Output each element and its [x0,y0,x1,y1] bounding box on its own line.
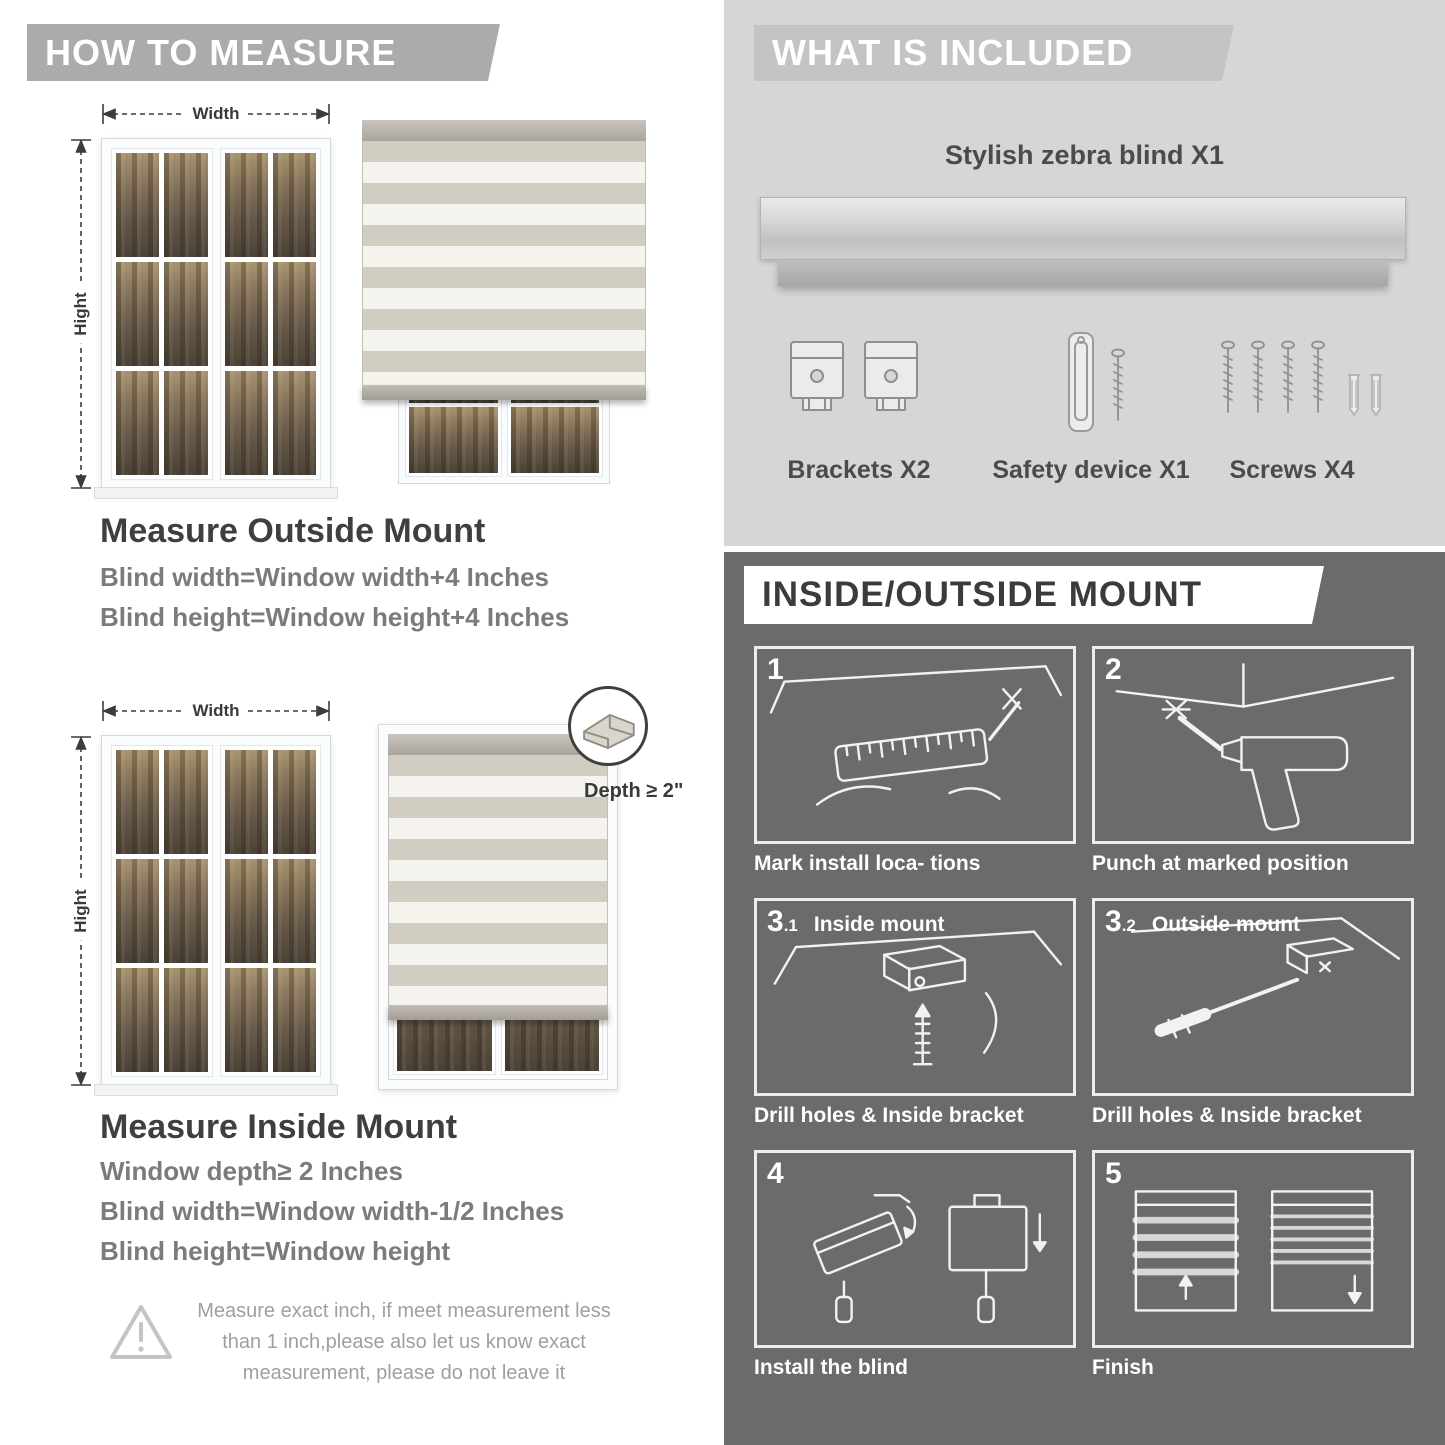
depth-label: Depth ≥ 2" [584,780,684,802]
what-is-included-title: WHAT IS INCLUDED [772,32,1134,73]
install-blind-illustration [813,1194,1047,1324]
screws-label: Screws X4 [1229,456,1355,484]
how-to-measure-header: HOW TO MEASURE [27,24,500,81]
step-title: Outside mount [1151,913,1301,936]
blind-cassette [388,734,608,755]
measurement-note: Measure exact inch, if meet measurement … [197,1300,611,1384]
step-caption-1: Mark install loca- tions [754,852,981,875]
how-to-measure-title: HOW TO MEASURE [45,31,397,73]
safety-device-label: Safety device X1 [992,456,1190,484]
width-arrow-outside: Width [101,103,331,125]
inside-rule-1: Window depth≥ 2 Inches [100,1156,403,1186]
blind-bottom-rail [388,1005,608,1020]
warning-triangle-icon [108,1302,174,1367]
window-sash [111,745,213,1077]
step-panel-1: 1 [754,646,1076,844]
wall-anchor-icon [1346,372,1362,423]
bracket-icon [786,338,848,423]
drill-illustration [1115,663,1395,831]
mount-instructions-panel: INSIDE/OUTSIDE MOUNT 1 [724,552,1445,1445]
step-title: Inside mount [813,913,945,936]
inside-rule-3: Blind height=Window height [100,1236,450,1266]
blind-cassette [362,120,646,141]
step-caption-4: Install the blind [754,1356,909,1379]
what-is-included-panel: WHAT IS INCLUDED Stylish zebra blind X1 [724,0,1445,546]
zebra-blind-illustration-inside [378,724,618,1090]
blind-fabric-roll-illustration [778,260,1388,286]
window-sash [219,745,321,1077]
step-number: 3 [1105,905,1122,938]
step-panel-2: 2 [1092,646,1414,844]
window-illustration-outside [94,138,338,499]
outside-rule-2: Blind height=Window height+4 Inches [100,602,570,632]
step-number: 5 [1105,1157,1122,1190]
window-sill [94,1084,338,1096]
blind-bottom-rail [362,385,646,400]
brackets-label: Brackets X2 [787,456,931,484]
mark-location-illustration [769,665,1063,806]
step-number: 1 [767,653,784,686]
finish-illustration [1132,1190,1374,1312]
screw-icon [1250,340,1266,419]
measure-inside-title: Measure Inside Mount [100,1108,458,1146]
what-is-included-header: WHAT IS INCLUDED [754,25,1234,81]
screw-icon [1110,348,1126,427]
wall-anchor-icon [1368,372,1384,423]
zebra-blind-illustration-outside [362,120,646,484]
safety-device-icon [1062,330,1100,439]
cassette-corner-icon [583,714,635,750]
step-number: 2 [1105,653,1122,686]
height-arrow-outside: Hight [70,138,92,490]
depth-callout-circle [568,686,648,766]
window-sill [94,487,338,499]
window-sash [111,148,213,480]
mount-header: INSIDE/OUTSIDE MOUNT [744,566,1324,624]
step-number: 3 [767,905,784,938]
width-arrow-inside: Width [101,700,331,722]
step-panel-5: 5 [1092,1150,1414,1348]
outside-rule-1: Blind width=Window width+4 Inches [100,562,549,592]
step-caption-3-2: Drill holes & Inside bracket [1092,1104,1362,1127]
step-caption-3-1: Drill holes & Inside bracket [754,1104,1024,1127]
step-number: 4 [767,1157,784,1190]
window-body [111,148,321,480]
step-caption-5: Finish [1092,1356,1154,1379]
step-panel-3-2: 3 .2 Outside mount [1092,898,1414,1096]
blind-headrail-illustration [760,197,1406,260]
bracket-icon [860,338,922,423]
height-label: Hight [70,881,92,941]
blind-stripes [362,141,646,385]
step-caption-2: Punch at marked position [1092,852,1349,875]
window-illustration-inside [94,735,338,1096]
screw-icon [1310,340,1326,419]
height-arrow-inside: Hight [70,735,92,1087]
inside-bracket-illustration [773,930,1063,1066]
width-label: Width [184,701,248,721]
measure-outside-title: Measure Outside Mount [100,512,486,550]
inside-rule-2: Blind width=Window width-1/2 Inches [100,1196,565,1226]
mount-header-title: INSIDE/OUTSIDE MOUNT [762,575,1203,614]
zebra-blind [362,120,646,400]
step-panel-3-1: 3 .1 Inside mount [754,898,1076,1096]
zebra-blind [388,734,608,1020]
step-panel-4: 4 [754,1150,1076,1348]
width-label: Width [184,104,248,124]
screw-icon [1220,340,1236,419]
height-label: Hight [70,284,92,344]
screw-icon [1280,340,1296,419]
window-sash [219,148,321,480]
outside-bracket-illustration [1130,917,1401,1039]
blind-stripes [388,755,608,1005]
product-title: Stylish zebra blind X1 [944,140,1225,170]
